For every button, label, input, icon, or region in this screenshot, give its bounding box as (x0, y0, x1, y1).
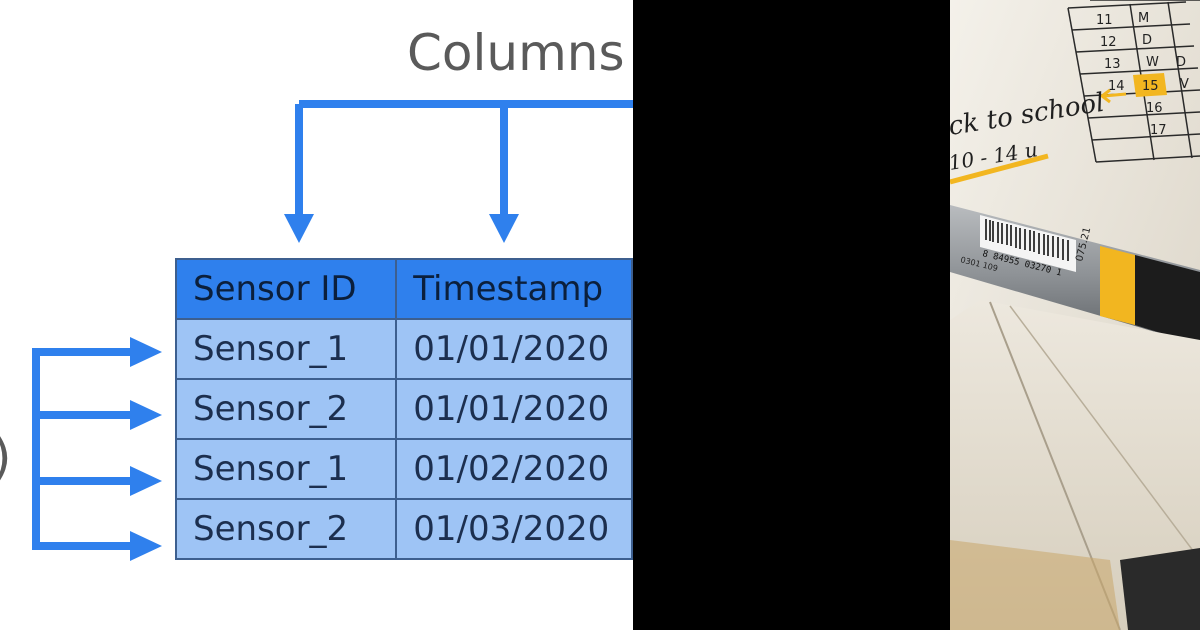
pen: 8 84955 03270 1 0301 109 075.21 (950, 205, 1200, 345)
calendar-day: 13 (1104, 57, 1121, 72)
timestamp-cell: 01/02/2020 (395, 438, 633, 500)
pen-yellow-band (1100, 246, 1135, 325)
timestamp-cell: 01/03/2020 (395, 498, 633, 560)
row-arrowhead-2 (130, 400, 162, 430)
table-row: Sensor_1 01/02/2020 (174, 438, 633, 500)
notebook-photo: 11 12 13 14 15 16 17 M D W D V ck to sch… (950, 0, 1200, 630)
sensor-id-cell: Sensor_2 (174, 378, 398, 440)
columns-label: Columns (I (407, 24, 633, 82)
timestamp-cell: 01/01/2020 (395, 318, 633, 380)
pen-cap (1135, 255, 1200, 345)
notebook-pages (950, 300, 1200, 630)
calendar-weekday: D (1176, 55, 1186, 70)
table-row: Sensor_1 01/01/2020 (174, 318, 633, 380)
sensor-table: Sensor ID Timestamp Sensor_1 01/01/2020 … (174, 258, 633, 560)
highlight-underline (950, 153, 1049, 185)
book-spine-edge (950, 540, 1120, 630)
calendar-day: 16 (1146, 101, 1163, 116)
row-arrowhead-1 (130, 337, 162, 367)
pointer-arrow (1099, 88, 1127, 104)
column-arrowhead-1 (284, 214, 314, 243)
calendar-weekday: W (1146, 55, 1159, 70)
row-arrowhead-4 (130, 531, 162, 561)
header-timestamp: Timestamp (395, 258, 633, 320)
photo-illustration: 11 12 13 14 15 16 17 M D W D V ck to sch… (950, 0, 1200, 630)
calendar-day: 17 (1150, 123, 1167, 138)
table-surface (1120, 548, 1200, 630)
calendar-weekday: V (1180, 77, 1189, 92)
calendar-day: 12 (1100, 35, 1117, 50)
table-header-row: Sensor ID Timestamp (174, 258, 633, 320)
calendar-day: 11 (1096, 13, 1113, 28)
diagram-panel: Columns (I ) Sensor ID Timestamp Sensor_… (0, 24, 633, 561)
rows-label: ) (0, 428, 12, 486)
calendar-weekday: D (1142, 33, 1152, 48)
black-divider-panel (633, 0, 950, 630)
timestamp-cell: 01/01/2020 (395, 378, 633, 440)
column-arrowhead-2 (489, 214, 519, 243)
calendar-day: 14 (1108, 79, 1125, 94)
header-sensor-id: Sensor ID (174, 258, 398, 320)
calendar-weekday: M (1138, 11, 1149, 26)
highlighted-day-cell (1133, 73, 1167, 97)
row-arrowhead-3 (130, 466, 162, 496)
table-row: Sensor_2 01/03/2020 (174, 498, 633, 560)
barcode-label (980, 215, 1076, 272)
sensor-id-cell: Sensor_1 (174, 438, 398, 500)
calendar-day: 15 (1142, 79, 1159, 94)
sensor-id-cell: Sensor_1 (174, 318, 398, 380)
sensor-id-cell: Sensor_2 (174, 498, 398, 560)
barcode-bars (985, 219, 1069, 261)
table-row: Sensor_2 01/01/2020 (174, 378, 633, 440)
arrows-layer (32, 100, 633, 561)
